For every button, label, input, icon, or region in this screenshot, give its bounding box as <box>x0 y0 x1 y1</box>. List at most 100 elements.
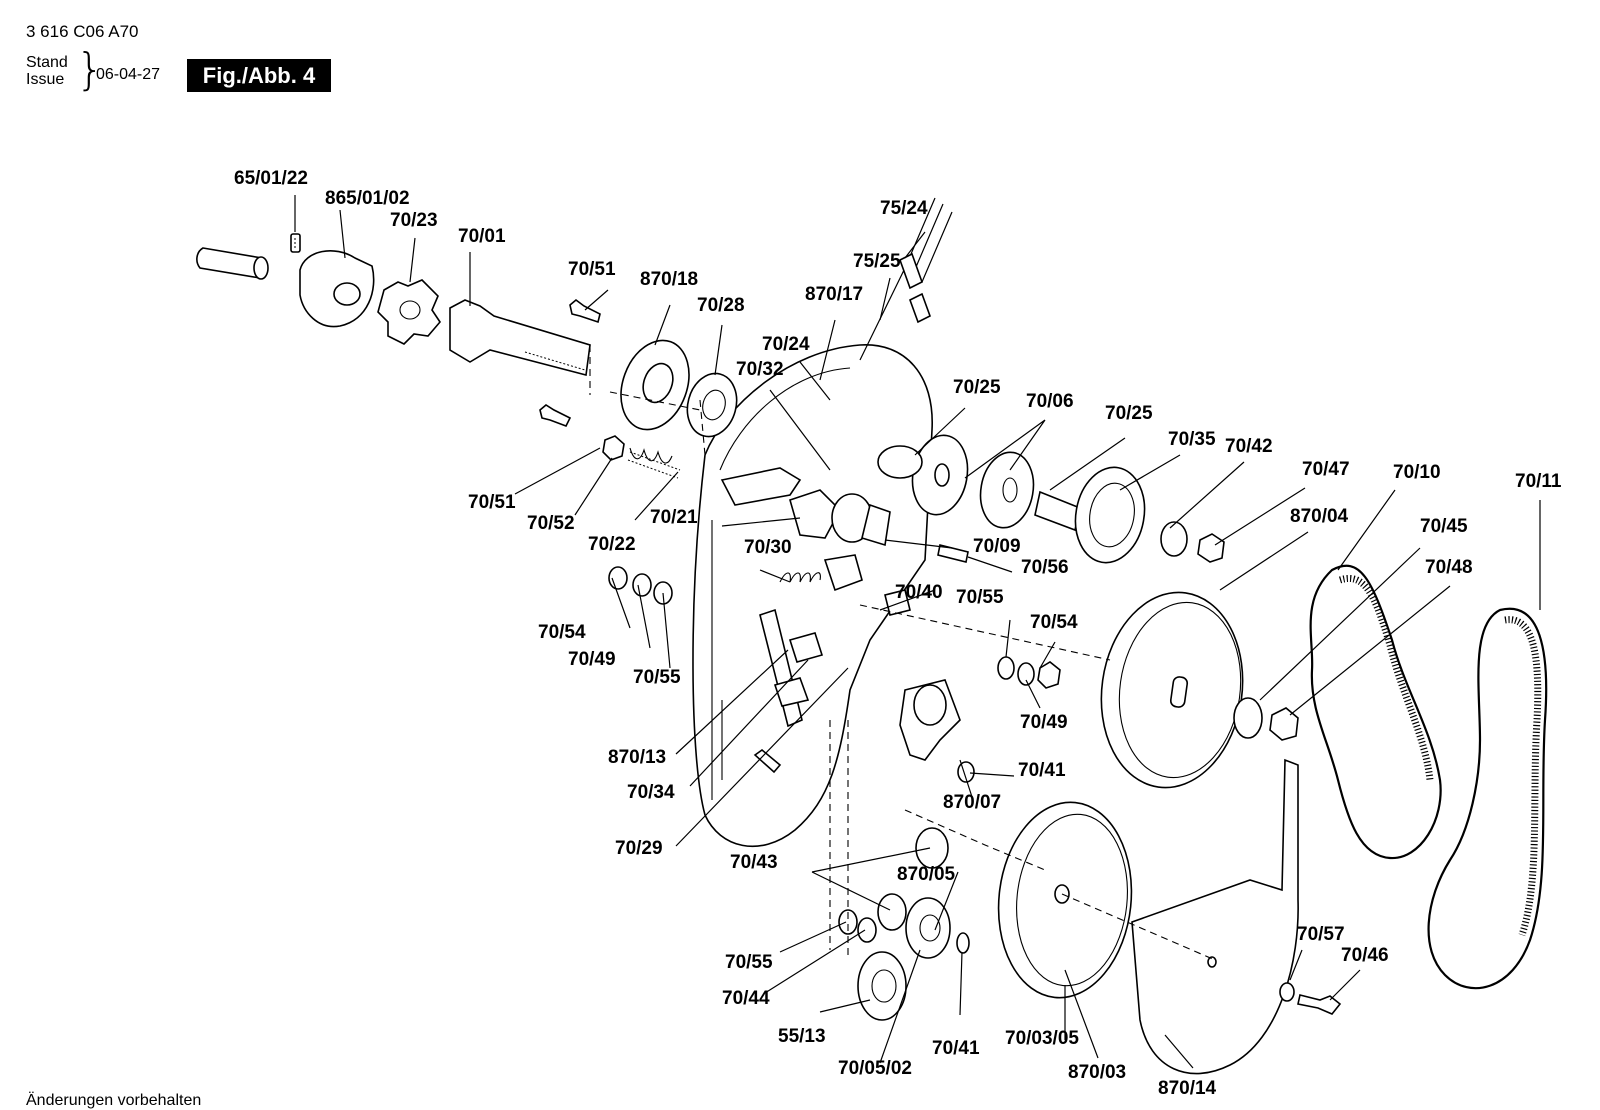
callout-label: 75/24 <box>880 198 928 219</box>
callout-label: 70/35 <box>1168 429 1216 450</box>
gear-05-02 <box>905 897 951 959</box>
washer-49b <box>1017 662 1035 686</box>
callout-label: 75/25 <box>853 251 901 272</box>
callout-label: 70/54 <box>1030 612 1078 633</box>
pulley-35 <box>1074 466 1146 564</box>
assembly-lines <box>589 345 1216 961</box>
callout-label: 70/05/02 <box>838 1058 912 1079</box>
washer-55b <box>997 656 1015 680</box>
spacer-sleeve <box>1034 490 1081 532</box>
hex-nut-47 <box>1197 533 1225 563</box>
callout-label: 70/11 <box>1515 471 1562 492</box>
callout-label: 70/49 <box>1020 712 1068 733</box>
callout-label: 70/22 <box>588 534 636 555</box>
washer-45 <box>1233 697 1263 739</box>
footer-note: Änderungen vorbehalten <box>26 1092 202 1109</box>
drive-disc <box>979 451 1035 529</box>
callout-label: 70/41 <box>1018 760 1066 781</box>
callout-label: 865/01/02 <box>325 188 410 209</box>
washer-57 <box>1279 982 1295 1002</box>
screw-56 <box>937 544 969 563</box>
issue-label: Issue <box>26 71 65 88</box>
callout-label: 70/47 <box>1302 459 1350 480</box>
stand-issue-label: Stand Issue } <box>26 48 104 92</box>
callout-label: 70/42 <box>1225 436 1273 457</box>
washer-42 <box>1160 521 1188 557</box>
callout-label: 70/52 <box>527 513 575 534</box>
spacer-25 <box>877 445 923 479</box>
belt-guard <box>1131 758 1299 1075</box>
gear-55-13 <box>857 951 907 1021</box>
spider-coupling <box>377 279 442 345</box>
washer-49 <box>632 573 652 597</box>
callout-label: 870/13 <box>608 747 666 768</box>
threaded-stud <box>753 748 782 774</box>
lever-bracket <box>720 467 802 506</box>
callout-label: 870/18 <box>640 269 698 290</box>
callout-label: 70/25 <box>1105 403 1153 424</box>
callout-label: 65/01/22 <box>234 168 308 189</box>
leader-lines <box>294 195 1541 1069</box>
screw-46 <box>1297 994 1342 1015</box>
stand-label: Stand <box>26 54 68 71</box>
washer-43a <box>915 827 949 869</box>
idler-arm <box>861 503 891 547</box>
washer-43b <box>877 893 907 931</box>
callout-label: 70/28 <box>697 295 745 316</box>
screw-top <box>569 298 601 324</box>
callout-label: 70/44 <box>722 988 770 1009</box>
callout-label: 70/24 <box>762 334 810 355</box>
washer-54 <box>608 566 628 590</box>
callout-label: 70/34 <box>627 782 675 803</box>
callout-label: 70/49 <box>568 649 616 670</box>
callout-label: 870/03 <box>1068 1062 1126 1083</box>
callout-label: 70/03/05 <box>1005 1028 1079 1049</box>
callout-label: 70/40 <box>895 582 943 603</box>
callout-label: 70/54 <box>538 622 586 643</box>
callout-label: 70/51 <box>468 492 516 513</box>
callout-label: 70/56 <box>1021 557 1069 578</box>
callout-label: 70/32 <box>736 359 784 380</box>
nut-48 <box>1269 707 1299 741</box>
drive-belt-10 <box>1309 564 1442 860</box>
callout-label: 70/21 <box>650 507 698 528</box>
callout-label: 70/09 <box>973 536 1021 557</box>
figure-badge: Fig./Abb. 4 <box>187 59 331 92</box>
callout-label: 70/30 <box>744 537 792 558</box>
callout-label: 70/55 <box>725 952 773 973</box>
washer-55c <box>838 909 858 935</box>
washer-44 <box>857 917 877 943</box>
callout-label: 70/55 <box>956 587 1004 608</box>
callout-label: 870/07 <box>943 792 1001 813</box>
screw-left <box>539 404 572 428</box>
brace-icon: } <box>76 44 104 95</box>
compression-spring <box>627 451 681 479</box>
callout-label: 870/05 <box>897 864 956 885</box>
callout-label: 70/55 <box>633 667 681 688</box>
callout-label: 870/17 <box>805 284 863 305</box>
callout-label: 70/43 <box>730 852 778 873</box>
callout-label: 70/41 <box>932 1038 980 1059</box>
issue-date: 06-04-27 <box>96 66 161 83</box>
callout-label: 70/51 <box>568 259 616 280</box>
callout-label: 70/01 <box>458 226 506 247</box>
callout-label: 70/48 <box>1425 557 1473 578</box>
callout-label: 70/06 <box>1026 391 1074 412</box>
hex-nut-left <box>602 435 625 461</box>
callout-label: 70/25 <box>953 377 1001 398</box>
document-number: 3 616 C06 A70 <box>26 22 139 41</box>
pinion-shaft <box>449 299 591 377</box>
callout-label: 70/46 <box>1341 945 1389 966</box>
callout-label: 70/57 <box>1297 924 1345 945</box>
callout-label: 70/29 <box>615 838 663 859</box>
callout-label: 70/45 <box>1420 516 1468 537</box>
callout-label: 70/23 <box>390 210 438 231</box>
callout-label: 870/04 <box>1290 506 1349 527</box>
pivot-bracket <box>823 554 863 592</box>
nut-54b <box>1037 661 1061 689</box>
tension-spring <box>779 572 821 583</box>
callout-label: 870/14 <box>1158 1078 1217 1099</box>
circlip-41b <box>956 932 970 954</box>
